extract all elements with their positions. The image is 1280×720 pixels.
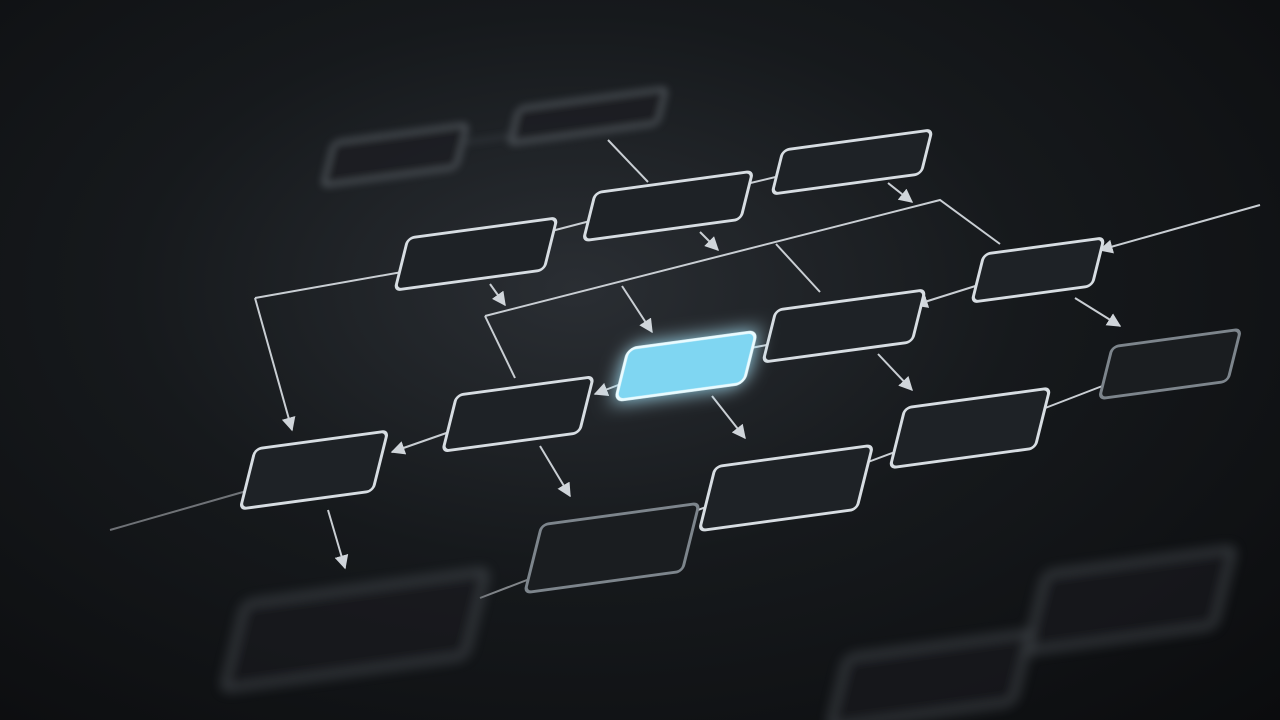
connector — [1039, 384, 1106, 411]
connector — [109, 489, 251, 531]
flow-node — [442, 375, 594, 453]
connector — [254, 271, 403, 299]
highlighted-node-box[interactable] — [615, 330, 757, 402]
flow-node — [583, 170, 753, 242]
flow-node-near — [222, 568, 488, 692]
flow-node — [762, 289, 926, 363]
connector-arrow — [621, 285, 653, 334]
flow-node-near — [828, 630, 1032, 720]
flow-node — [699, 444, 873, 532]
connector — [484, 198, 1001, 317]
connector-arrow — [711, 395, 746, 440]
connector-arrow — [390, 429, 456, 455]
connector-arrow — [1098, 204, 1261, 254]
connector-arrow — [913, 282, 986, 308]
flow-node-far-1 — [321, 123, 469, 187]
connector — [484, 315, 516, 379]
flow-node — [889, 387, 1051, 469]
connector-arrow — [489, 283, 506, 307]
highlighted-node[interactable] — [615, 330, 757, 402]
flow-node — [771, 129, 933, 195]
connector-arrow — [1074, 297, 1122, 327]
flow-node — [394, 217, 558, 291]
connector-arrow — [877, 353, 913, 392]
foreground-nodes-near — [222, 546, 1236, 720]
connector-arrow — [699, 231, 719, 251]
connector — [775, 243, 821, 293]
flow-node — [239, 430, 389, 510]
connector-arrow — [327, 509, 349, 570]
flow-node-far-2 — [508, 87, 668, 145]
connector-arrow — [539, 445, 571, 498]
flow-node — [524, 502, 700, 594]
connector — [607, 139, 649, 183]
background-nodes-far — [321, 87, 668, 187]
connectors — [109, 139, 1261, 599]
connector-arrow — [887, 182, 914, 203]
connector-far — [461, 134, 519, 144]
flow-nodes — [239, 129, 1241, 594]
flow-node — [1099, 328, 1241, 400]
flow-node — [971, 237, 1105, 303]
connector-arrow — [254, 297, 296, 432]
flow-node-near — [1024, 546, 1236, 654]
